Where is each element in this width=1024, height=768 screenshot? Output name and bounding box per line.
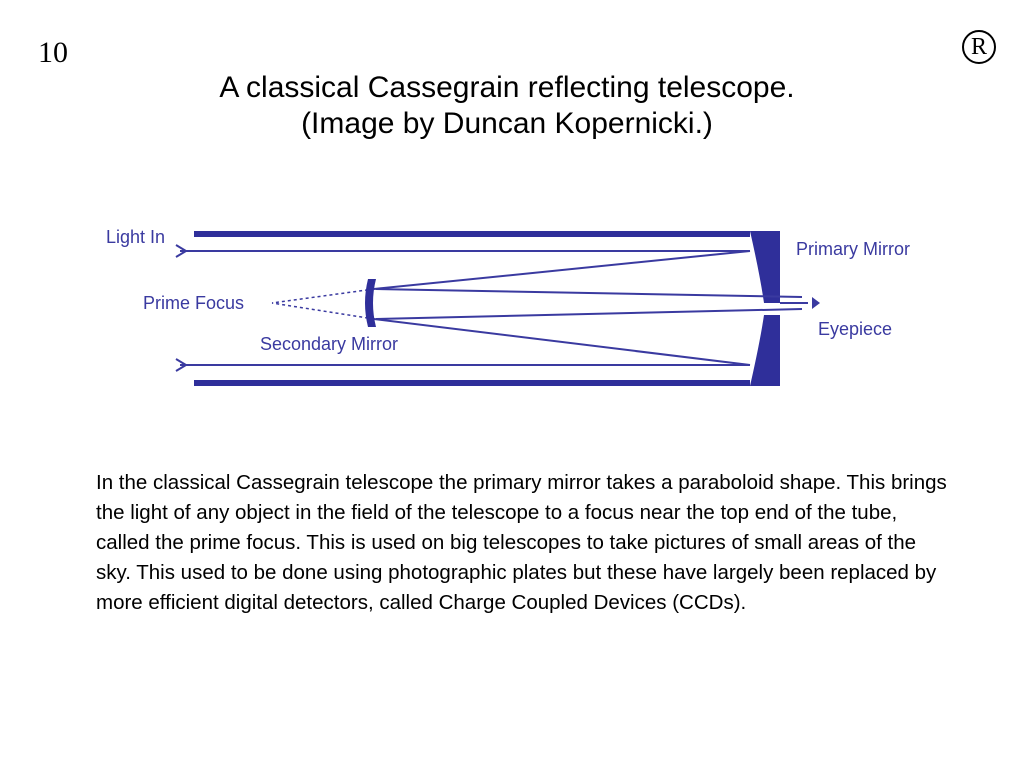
reflected-ray-bottom <box>373 318 751 366</box>
reflected-ray-top <box>373 250 751 290</box>
title-line-1: A classical Cassegrain reflecting telesc… <box>219 71 795 104</box>
title-line-2: (Image by Duncan Kopernicki.) <box>301 107 713 140</box>
registered-trademark-icon: R <box>962 30 996 64</box>
label-secondary-mirror: Secondary Mirror <box>260 334 398 354</box>
primary-mirror-upper <box>750 231 780 303</box>
label-primary-mirror: Primary Mirror <box>796 239 910 259</box>
tube-top-wall <box>194 231 750 237</box>
primary-mirror-lower <box>750 315 780 386</box>
return-ray-bottom <box>375 308 803 320</box>
label-light-in: Light In <box>106 227 165 247</box>
body-paragraph: In the classical Cassegrain telescope th… <box>96 471 947 614</box>
secondary-mirror <box>365 279 376 327</box>
slide-title: A classical Cassegrain reflecting telesc… <box>0 70 1014 142</box>
slide-number: 10 <box>38 36 68 69</box>
label-prime-focus: Prime Focus <box>143 293 244 313</box>
prime-focus-ray-top <box>271 288 375 304</box>
return-ray-top <box>375 288 803 298</box>
label-eyepiece: Eyepiece <box>818 319 892 339</box>
light-in-arrow-top-icon <box>175 244 188 258</box>
tube-bottom-wall <box>194 380 750 386</box>
prime-focus-ray-bottom <box>271 302 375 320</box>
cassegrain-telescope-diagram: Light In Primary Mirror Prime Focus Eyep… <box>106 227 910 386</box>
light-in-arrow-bottom-icon <box>175 358 188 372</box>
eyepiece-arrow-icon <box>812 297 820 309</box>
